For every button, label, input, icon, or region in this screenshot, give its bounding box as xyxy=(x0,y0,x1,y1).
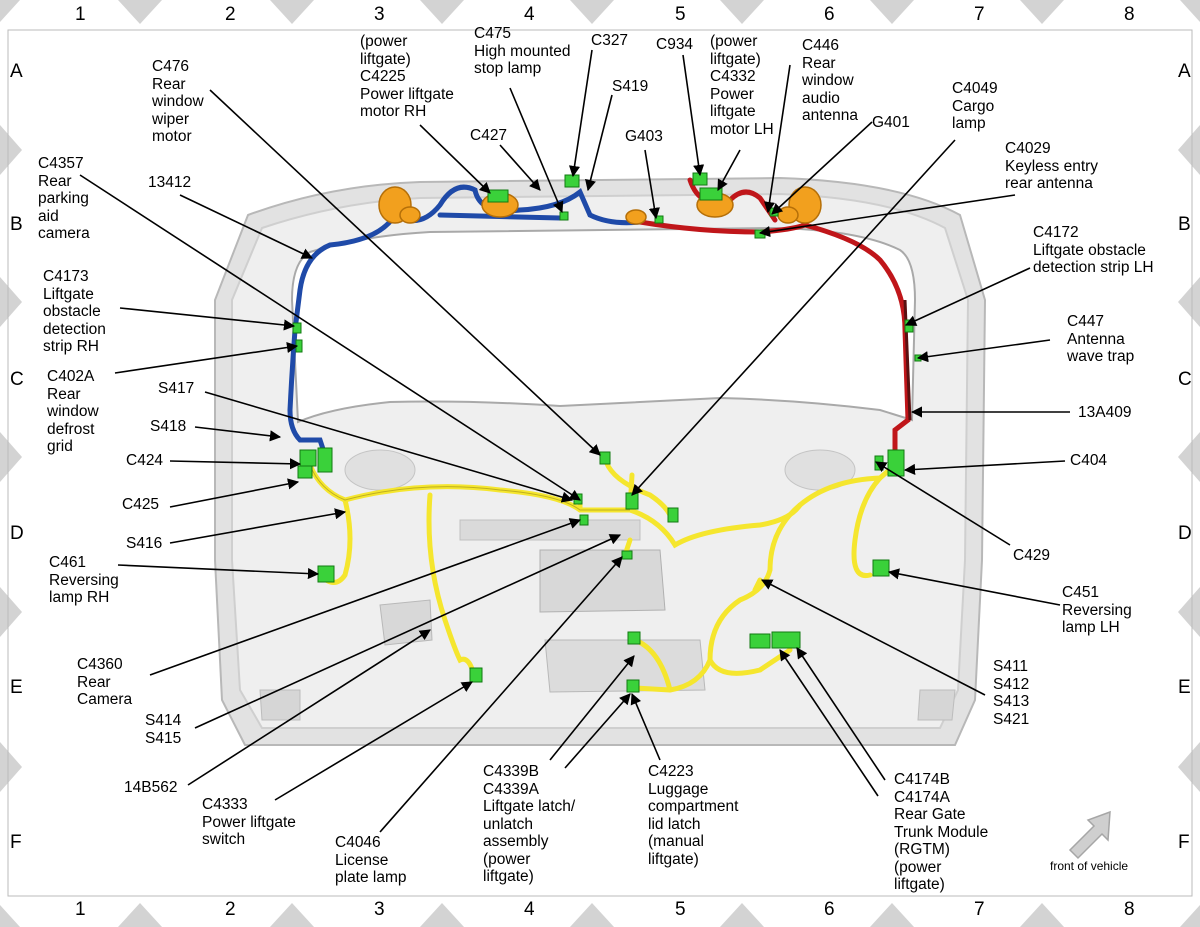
grid-row-right-e: E xyxy=(1178,677,1191,698)
grid-row-right-f: F xyxy=(1178,832,1190,853)
label-s414: S414 S415 xyxy=(145,712,182,747)
label-c4049: C4049 Cargo lamp xyxy=(952,80,998,132)
label-c451: C451 Reversing lamp LH xyxy=(1062,584,1132,636)
label-s417: S417 xyxy=(158,380,195,397)
leader-lines xyxy=(79,49,1070,833)
label-13412: 13412 xyxy=(148,174,192,191)
label-s419: S419 xyxy=(612,78,649,95)
grid-col-top-3: 3 xyxy=(374,4,385,25)
label-s416: S416 xyxy=(126,535,163,552)
grid-col-bottom-8: 8 xyxy=(1124,899,1135,920)
label-c4332: (power liftgate) C4332 Power liftgate mo… xyxy=(710,33,774,138)
label-s411: S411 S412 S413 S421 xyxy=(993,658,1030,728)
grid-col-top-5: 5 xyxy=(675,4,686,25)
harness-outline xyxy=(309,464,630,511)
label-c427: C427 xyxy=(470,127,508,144)
label-c425: C425 xyxy=(122,496,160,513)
front-of-vehicle-label: front of vehicle xyxy=(1050,859,1129,873)
grid-col-bottom-2: 2 xyxy=(225,899,236,920)
label-c4333: C4333 Power liftgate switch xyxy=(202,796,296,848)
grid-col-bottom-1: 1 xyxy=(75,899,86,920)
label-c424: C424 xyxy=(126,452,164,469)
label-g403: G403 xyxy=(625,128,663,145)
label-c446: C446 Rear window audio antenna xyxy=(802,37,859,124)
grid-col-bottom-3: 3 xyxy=(374,899,385,920)
grid-row-right-a: A xyxy=(1178,61,1191,82)
label-c4223: C4223 Luggage compartment lid latch (man… xyxy=(648,763,739,868)
label-c4357: C4357 Rear parking aid camera xyxy=(38,155,90,242)
label-g401: G401 xyxy=(872,114,910,131)
label-c934: C934 xyxy=(656,36,694,53)
label-c402a: C402A Rear window defrost grid xyxy=(47,368,99,455)
label-c476: C476 Rear window wiper motor xyxy=(152,58,204,145)
label-c4173: C4173 Liftgate obstacle detection strip … xyxy=(43,268,106,355)
label-c447: C447 Antenna wave trap xyxy=(1067,313,1135,365)
grid-col-top-4: 4 xyxy=(524,4,535,25)
grid-row-left-d: D xyxy=(10,523,24,544)
grid-col-bottom-7: 7 xyxy=(974,899,985,920)
label-c461: C461 Reversing lamp RH xyxy=(49,554,119,606)
label-c475: C475 High mounted stop lamp xyxy=(474,25,571,77)
label-c429: C429 xyxy=(1013,547,1051,564)
grid-col-top-1: 1 xyxy=(75,4,86,25)
label-13a409: 13A409 xyxy=(1078,404,1132,421)
label-c4046: C4046 License plate lamp xyxy=(335,834,407,886)
grid-col-top-6: 6 xyxy=(824,4,835,25)
grid-row-right-d: D xyxy=(1178,523,1192,544)
label-14b562: 14B562 xyxy=(124,779,178,796)
label-c4029: C4029 Keyless entry rear antenna xyxy=(1005,140,1099,192)
grid-row-right-b: B xyxy=(1178,214,1191,235)
label-c4339: C4339B C4339A Liftgate latch/ unlatch as… xyxy=(483,763,576,885)
grid-row-left-b: B xyxy=(10,214,23,235)
label-c4174: C4174B C4174A Rear Gate Trunk Module (RG… xyxy=(894,771,989,893)
grid-row-left-e: E xyxy=(10,677,23,698)
label-c4172: C4172 Liftgate obstacle detection strip … xyxy=(1033,224,1154,276)
grid-row-right-c: C xyxy=(1178,369,1192,390)
label-s418: S418 xyxy=(150,418,187,435)
grid-col-bottom-6: 6 xyxy=(824,899,835,920)
connectors xyxy=(292,172,922,693)
grid-col-bottom-5: 5 xyxy=(675,899,686,920)
label-c4225: (power liftgate) C4225 Power liftgate mo… xyxy=(360,33,454,120)
grid-row-left-c: C xyxy=(10,369,24,390)
grid-col-top-8: 8 xyxy=(1124,4,1135,25)
arrow-icon xyxy=(1068,810,1111,860)
grid-row-left-a: A xyxy=(10,61,23,82)
grid-col-bottom-4: 4 xyxy=(524,899,535,920)
grid-col-top-2: 2 xyxy=(225,4,236,25)
label-c327: C327 xyxy=(591,32,629,49)
grid-row-left-f: F xyxy=(10,832,22,853)
label-c404: C404 xyxy=(1070,452,1108,469)
grid-col-top-7: 7 xyxy=(974,4,985,25)
label-c4360: C4360 Rear Camera xyxy=(77,656,133,708)
